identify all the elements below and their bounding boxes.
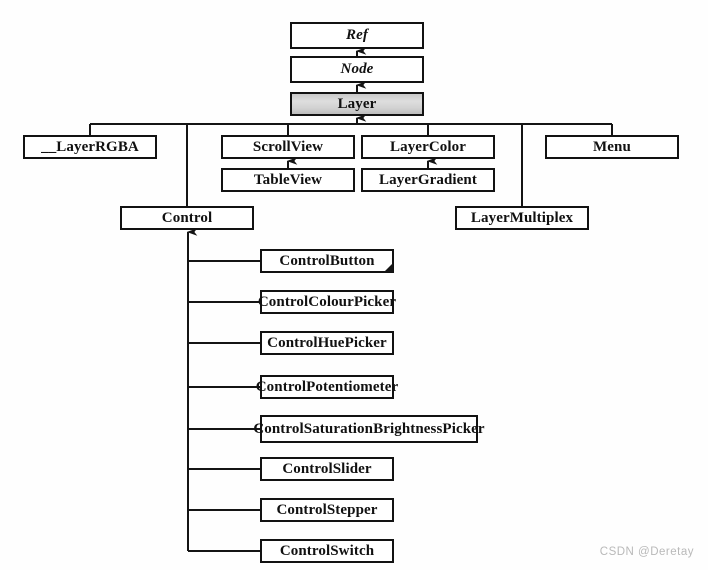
class-box-node[interactable]: Node (290, 56, 424, 83)
class-box-controlslider[interactable]: ControlSlider (260, 457, 394, 481)
class-box-label: ControlHuePicker (267, 334, 387, 351)
class-box-controlstepper[interactable]: ControlStepper (260, 498, 394, 522)
class-box-label: LayerMultiplex (470, 209, 574, 226)
class-box-layer[interactable]: Layer (290, 92, 424, 116)
class-box-label: ControlColourPicker (257, 293, 397, 310)
class-box-label: Node (340, 61, 374, 77)
class-box-label: ControlSaturationBrightnessPicker (253, 420, 485, 437)
corner-fold-icon (384, 263, 393, 272)
class-box-colourpicker[interactable]: ControlColourPicker (257, 290, 397, 314)
class-box-label: ControlButton (279, 252, 375, 269)
class-box-controlswitch[interactable]: ControlSwitch (260, 539, 394, 563)
class-box-ref[interactable]: Ref (290, 22, 424, 49)
class-box-layercolor[interactable]: LayerColor (361, 135, 495, 159)
class-box-layermultiplex[interactable]: LayerMultiplex (455, 206, 589, 230)
class-box-label: Menu (593, 138, 631, 155)
class-box-controlbutton[interactable]: ControlButton (260, 249, 394, 273)
class-box-tableview[interactable]: TableView (221, 168, 355, 192)
class-box-label: LayerGradient (379, 171, 477, 188)
class-box-layerrgba[interactable]: __LayerRGBA (23, 135, 157, 159)
class-box-potentiometer[interactable]: ControlPotentiometer (256, 375, 398, 399)
class-box-label: Ref (346, 27, 368, 43)
class-box-layergradient[interactable]: LayerGradient (361, 168, 495, 192)
class-box-label: ScrollView (252, 138, 324, 155)
class-box-label: __LayerRGBA (41, 138, 139, 155)
class-box-label: ControlStepper (276, 501, 378, 518)
watermark-text: CSDN @Deretay (599, 546, 694, 558)
class-box-label: ControlSlider (282, 460, 372, 477)
class-box-label: LayerColor (390, 138, 466, 155)
class-box-satbrightness[interactable]: ControlSaturationBrightnessPicker (253, 415, 485, 443)
class-box-label: ControlSwitch (279, 542, 375, 559)
class-box-menu[interactable]: Menu (545, 135, 679, 159)
class-box-label: Layer (337, 95, 377, 112)
class-box-huepicker[interactable]: ControlHuePicker (260, 331, 394, 355)
class-box-label: ControlPotentiometer (255, 378, 399, 395)
class-box-label: TableView (253, 171, 323, 188)
class-box-control[interactable]: Control (120, 206, 254, 230)
class-box-scrollview[interactable]: ScrollView (221, 135, 355, 159)
class-box-label: Control (161, 209, 213, 226)
